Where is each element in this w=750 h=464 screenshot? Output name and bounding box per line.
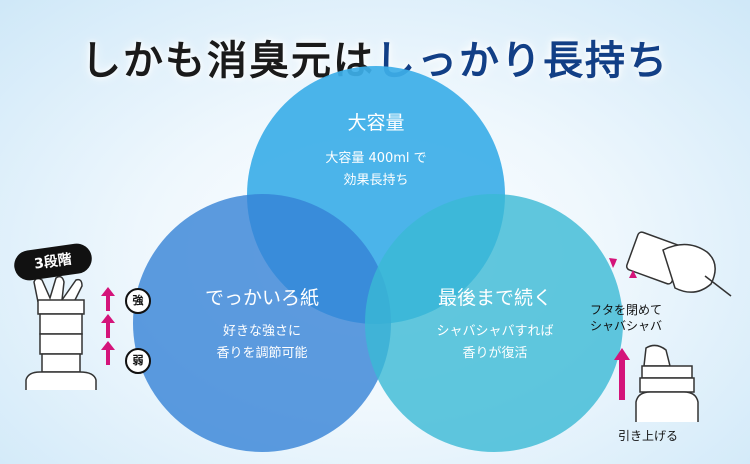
lift-caption: 引き上げる [618, 429, 679, 443]
shake-caption: フタを閉めて シャバシャバ [590, 302, 662, 334]
weak-label: 弱 [125, 348, 151, 374]
lasting-text: シャバシャバすれば 香りが復活 [390, 321, 600, 365]
capacity-line1: 大容量 400ml で [325, 151, 427, 166]
strength-arrows [101, 287, 115, 365]
circle-paper [133, 194, 391, 452]
lift-illustration [614, 344, 699, 422]
bottle-adjust-illustration [25, 276, 97, 390]
headline: しかも消臭元はしっかり長持ち [0, 28, 750, 86]
lasting-line1: シャバシャバすれば [436, 324, 554, 339]
capacity-text: 大容量 400ml で 効果長持ち [276, 148, 476, 192]
shake-line2: シャバシャバ [590, 319, 663, 333]
circle-lasting [365, 194, 623, 452]
paper-line1: 好きな強さに [222, 324, 301, 339]
paper-title: でっかいろ紙 [204, 287, 319, 309]
shake-line1: フタを閉めて [590, 303, 663, 317]
paper-text: 好きな強さに 香りを調節可能 [157, 321, 367, 365]
capacity-line2: 効果長持ち [343, 173, 409, 188]
shake-illustration [609, 231, 732, 297]
capacity-title: 大容量 [347, 112, 405, 134]
lasting-line2: 香りが復活 [462, 346, 528, 361]
lasting-title: 最後まで続く [437, 287, 552, 309]
paper-line2: 香りを調節可能 [216, 346, 308, 361]
strong-label: 強 [125, 288, 151, 314]
